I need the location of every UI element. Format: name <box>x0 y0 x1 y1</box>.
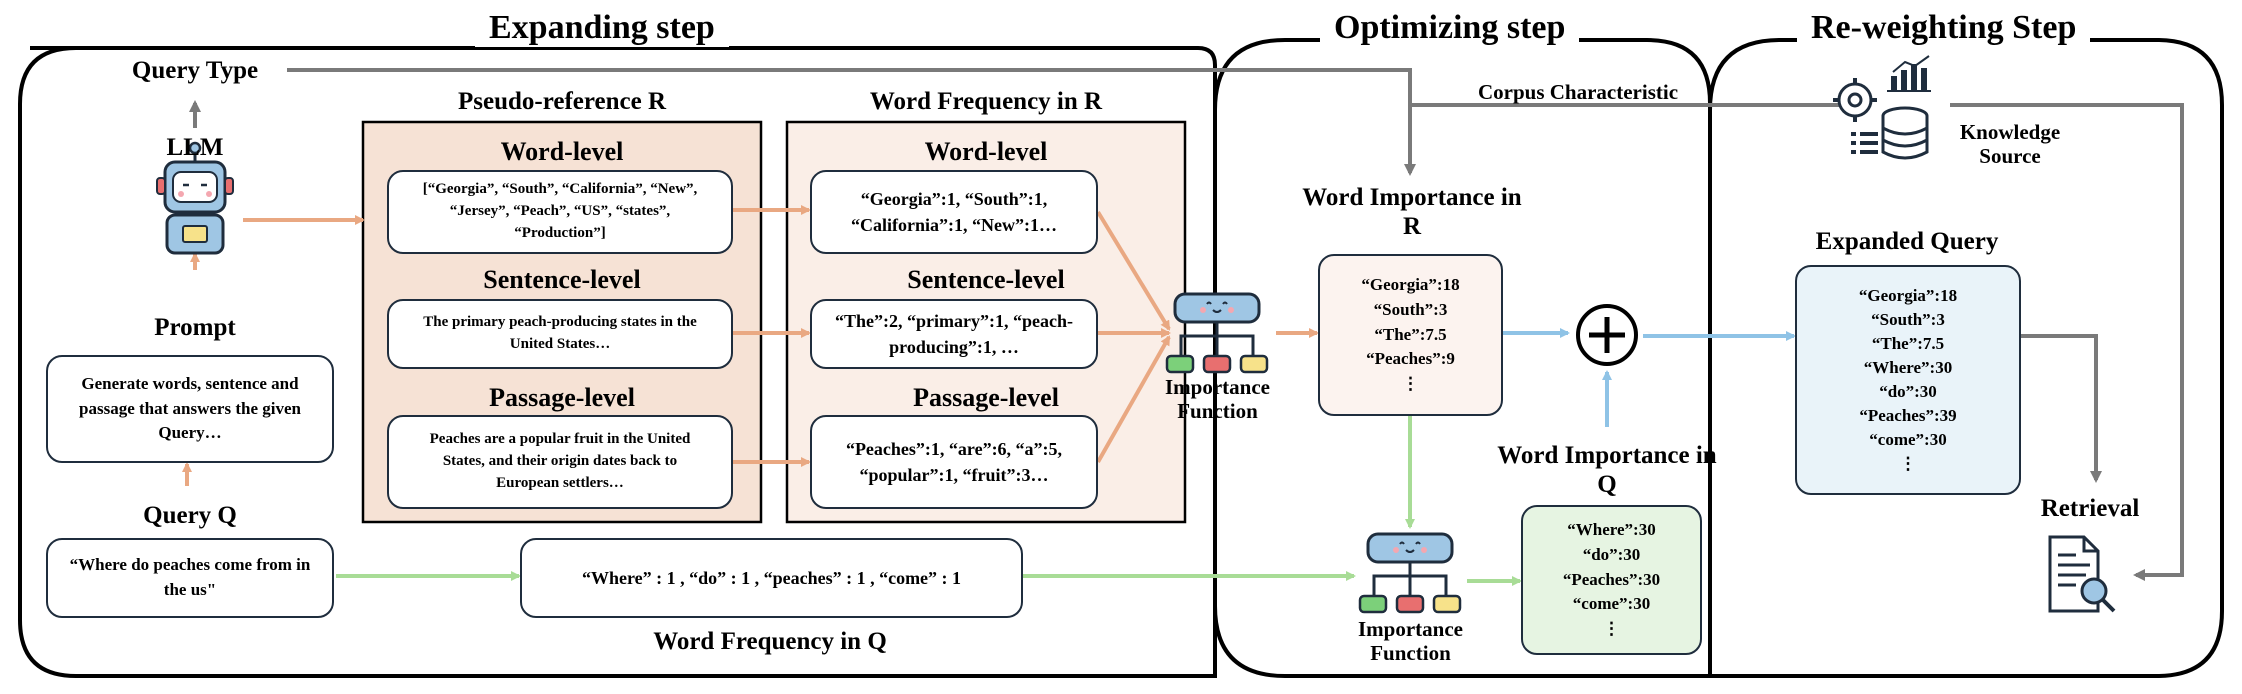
freq-q-box: “Where” : 1 , “do” : 1 , “peaches” : 1 ,… <box>520 538 1023 618</box>
word-importance-q-label: Word Importance in Q <box>1497 442 1717 498</box>
importance-function-icon <box>1165 292 1269 374</box>
pseudo-sentence-level-label: Sentence-level <box>483 265 641 294</box>
importance-r-item: ⋮ <box>1402 373 1419 393</box>
importance-q-item: “do”:30 <box>1582 545 1641 565</box>
reweighting-frame <box>1708 38 2224 678</box>
importance-function-label-2: Importance Function <box>1358 617 1463 666</box>
pseudo-sentence-box: The primary peach-producing states in th… <box>387 299 733 369</box>
query-box: “Where do peaches come from in the us" <box>46 538 334 618</box>
robot-icon <box>156 141 234 255</box>
prompt-label: Prompt <box>154 314 236 341</box>
retrieval-icon <box>2048 535 2116 613</box>
importance-q-item: “come”:30 <box>1572 594 1651 614</box>
freq-passage-level-label: Passage-level <box>913 383 1059 412</box>
knowledge-source-icon <box>1833 55 1931 160</box>
freq-word-box: “Georgia”:1, “South”:1, “California”:1, … <box>810 170 1098 254</box>
expanded-query-box: “Georgia”:18 “South”:3 “The”:7.5 “Where”… <box>1795 265 2021 495</box>
freq-sentence-level-label: Sentence-level <box>907 265 1065 294</box>
pseudo-word-box: [“Georgia”, “South”, “California”, “New”… <box>387 170 733 254</box>
expanded-item: “come”:30 <box>1869 430 1947 450</box>
section-title-expanding: Expanding step <box>475 8 729 48</box>
knowledge-line <box>1950 103 2184 581</box>
importance-r-item: “South”:3 <box>1373 300 1448 320</box>
importance-q-box: “Where”:30 “do”:30 “Peaches”:30 “come”:3… <box>1521 505 1702 655</box>
freq-sentence-box: “The”:2, “primary”:1, “peach-producing”:… <box>810 299 1098 369</box>
freq-passage-box: “Peaches”:1, “are”:6, “a”:5, “popular”:1… <box>810 415 1098 509</box>
pseudo-reference-label: Pseudo-reference R <box>457 88 667 115</box>
corpus-characteristic-label: Corpus Characteristic <box>1477 80 1679 104</box>
query-q-label: Query Q <box>143 502 237 529</box>
word-frequency-q-label: Word Frequency in Q <box>653 628 887 655</box>
knowledge-source-label: Knowledge Source <box>1959 120 2061 169</box>
pseudo-passage-box: Peaches are a popular fruit in the Unite… <box>387 415 733 509</box>
expanded-item: “South”:3 <box>1871 309 1945 329</box>
importance-q-item: ⋮ <box>1603 618 1620 638</box>
expanded-item: ⋮ <box>1899 454 1917 474</box>
importance-q-item: “Where”:30 <box>1567 520 1656 540</box>
importance-q-item: “Peaches”:30 <box>1562 569 1661 589</box>
plus-icon <box>1576 304 1638 366</box>
importance-r-item: “Georgia”:18 <box>1361 275 1460 295</box>
pseudo-passage-level-label: Passage-level <box>489 383 635 412</box>
expanded-item: “do”:30 <box>1879 382 1937 401</box>
importance-function-label: Importance Function <box>1165 375 1270 424</box>
freq-word-level-label: Word-level <box>924 137 1048 166</box>
expanded-query-label: Expanded Query <box>1815 228 1999 255</box>
word-importance-r-label: Word Importance in R <box>1302 184 1522 240</box>
optimizing-frame <box>1213 38 1712 678</box>
section-title-reweighting: Re-weighting Step <box>1797 8 2091 48</box>
pseudo-word-level-label: Word-level <box>500 137 624 166</box>
expanded-to-retrieval-line <box>2020 334 2102 483</box>
expanded-item: “Where”:30 <box>1863 357 1953 377</box>
section-title-optimizing: Optimizing step <box>1320 8 1580 48</box>
word-frequency-r-label: Word Frequency in R <box>869 88 1103 115</box>
expanded-item: “Peaches”:39 <box>1859 406 1957 426</box>
expanded-item: “Georgia”:18 <box>1858 285 1958 305</box>
retrieval-label: Retrieval <box>2040 495 2140 522</box>
importance-r-item: “The”:7.5 <box>1374 324 1447 344</box>
query-type-line <box>287 68 1416 176</box>
query-type-label: Query Type <box>131 57 259 84</box>
expanding-frame <box>18 46 1217 678</box>
importance-r-item: “Peaches”:9 <box>1366 349 1455 369</box>
expanded-item: “The”:7.5 <box>1871 333 1945 353</box>
llm-label: LLM <box>166 134 224 161</box>
importance-r-box: “Georgia”:18 “South”:3 “The”:7.5 “Peache… <box>1318 254 1503 416</box>
prompt-box: Generate words, sentence and passage tha… <box>46 355 334 463</box>
importance-function-icon <box>1358 532 1462 614</box>
